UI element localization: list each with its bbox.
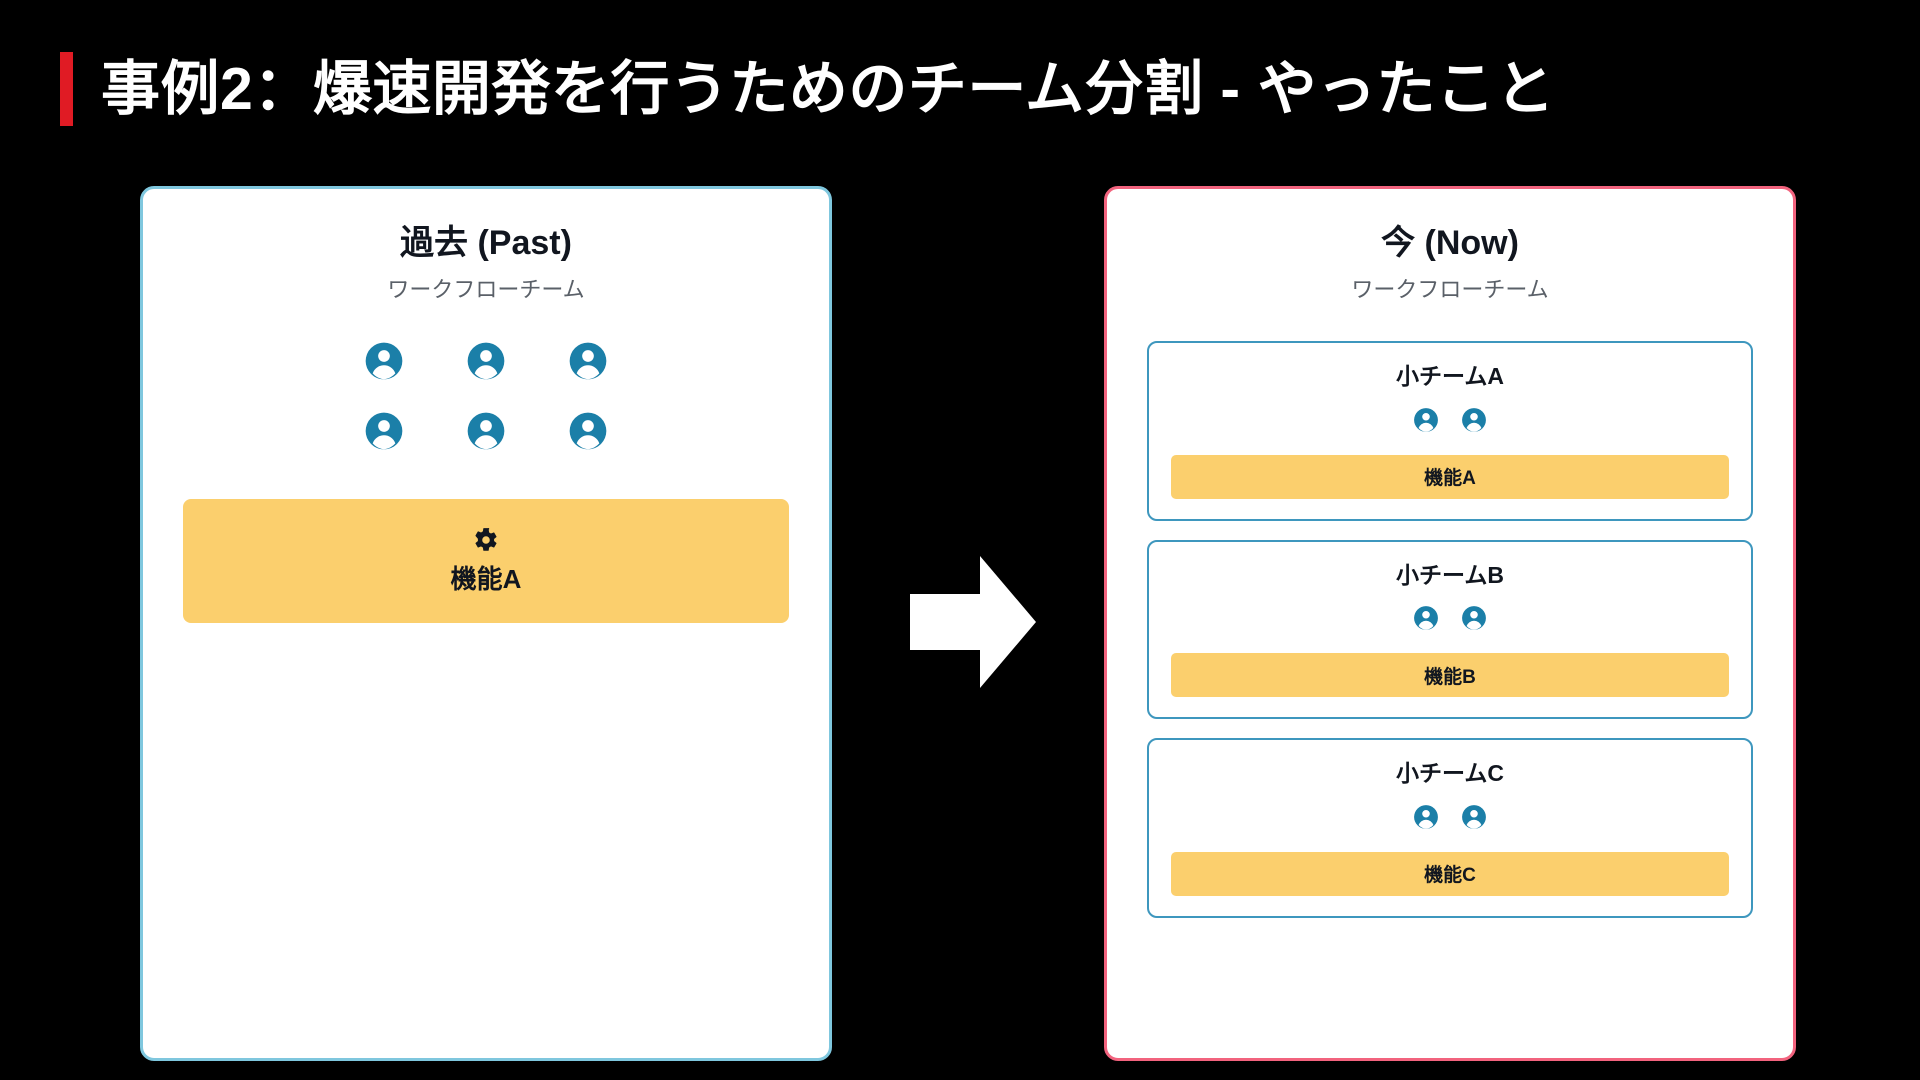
person-icon — [1461, 605, 1487, 631]
now-panel: 今 (Now) ワークフローチーム 小チームA 機能A — [1104, 186, 1796, 1061]
subteam-feature-label: 機能B — [1424, 666, 1476, 688]
title-accent-bar — [60, 52, 73, 126]
past-people-grid — [183, 341, 789, 451]
subteam-feature-block: 機能A — [1171, 454, 1729, 499]
slide-header: 事例2：爆速開発を行うためのチーム分割 - やったこと — [60, 48, 1555, 130]
subteam-people — [1413, 804, 1487, 830]
person-icon — [1413, 605, 1439, 631]
past-people-row — [364, 341, 608, 381]
past-feature-label: 機能A — [450, 563, 522, 594]
subteam-list: 小チームA 機能A 小チームB — [1147, 341, 1753, 918]
past-panel: 過去 (Past) ワークフローチーム — [140, 186, 832, 1061]
person-icon — [568, 411, 608, 451]
page-title: 事例2：爆速開発を行うためのチーム分割 - やったこと — [101, 55, 1555, 122]
person-icon — [466, 341, 506, 381]
now-panel-title: 今 (Now) — [1381, 224, 1519, 262]
subteam-feature-block: 機能B — [1171, 653, 1729, 698]
subteam-title: 小チームB — [1396, 561, 1504, 588]
gear-icon — [473, 527, 499, 553]
past-panel-title: 過去 (Past) — [400, 224, 572, 262]
arrow-right-icon — [910, 556, 1036, 688]
subteam-card-c[interactable]: 小チームC 機能C — [1147, 738, 1753, 918]
person-icon — [1413, 804, 1439, 830]
past-people-row — [364, 411, 608, 451]
subteam-people — [1413, 407, 1487, 433]
subteam-title: 小チームA — [1396, 363, 1504, 390]
person-icon — [1461, 804, 1487, 830]
person-icon — [1461, 407, 1487, 433]
diagram-stage: 過去 (Past) ワークフローチーム — [0, 182, 1920, 1062]
person-icon — [364, 341, 404, 381]
subteam-feature-block: 機能C — [1171, 851, 1729, 896]
subteam-card-b[interactable]: 小チームB 機能B — [1147, 539, 1753, 720]
person-icon — [364, 411, 404, 451]
past-panel-subtitle: ワークフローチーム — [387, 276, 585, 302]
past-feature-block: 機能A — [183, 499, 789, 624]
person-icon — [1413, 407, 1439, 433]
person-icon — [466, 411, 506, 451]
person-icon — [568, 341, 608, 381]
subteam-feature-label: 機能A — [1424, 468, 1476, 490]
subteam-card-a[interactable]: 小チームA 機能A — [1147, 341, 1753, 521]
subteam-title: 小チームC — [1396, 760, 1504, 787]
subteam-people — [1413, 605, 1487, 631]
subteam-feature-label: 機能C — [1424, 865, 1476, 887]
now-panel-subtitle: ワークフローチーム — [1351, 276, 1549, 302]
